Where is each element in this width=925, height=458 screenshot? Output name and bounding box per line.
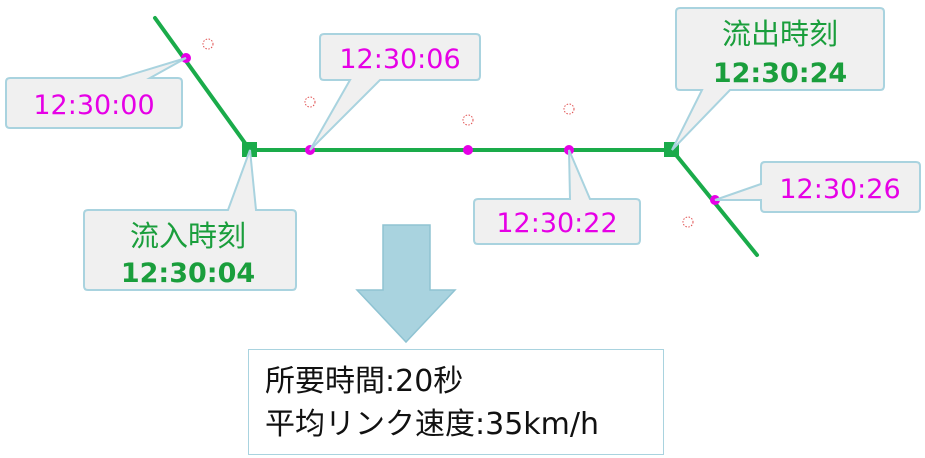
separator: : — [475, 407, 486, 442]
outflow-time: 12:30:24 — [713, 58, 847, 89]
callout-outflow: 流出時刻 12:30:24 — [671, 7, 885, 151]
off-road-points — [202, 38, 694, 228]
outflow-label: 流出時刻 — [722, 17, 838, 51]
average-speed-value: 35km/h — [485, 407, 600, 442]
callout-probe-3: 12:30:22 — [473, 149, 641, 245]
probe-point — [463, 145, 473, 155]
callout-probe-1: 12:30:00 — [5, 57, 187, 129]
callout-inflow: 流入時刻 12:30:04 — [83, 149, 297, 291]
callout-probe-2: 12:30:06 — [309, 33, 481, 151]
down-arrow-icon — [355, 224, 457, 344]
average-speed-label: 平均リンク速度 — [265, 407, 475, 442]
off-road-point — [304, 96, 316, 108]
callout-probe-4: 12:30:26 — [714, 161, 921, 213]
inflow-label: 流入時刻 — [130, 219, 246, 253]
inflow-time: 12:30:04 — [121, 258, 255, 289]
travel-time-row: 所要時間:20秒 — [265, 360, 663, 403]
inbound-road-segment — [153, 16, 252, 152]
average-speed-row: 平均リンク速度:35km/h — [265, 403, 663, 446]
probe-time-label: 12:30:06 — [339, 44, 460, 75]
separator: : — [385, 364, 396, 399]
probe-time-label: 12:30:26 — [779, 174, 900, 205]
probe-time-label: 12:30:22 — [496, 208, 617, 239]
probe-time-label: 12:30:00 — [33, 90, 154, 121]
off-road-point — [202, 38, 214, 50]
travel-time-label: 所要時間 — [265, 364, 385, 399]
off-road-point — [682, 216, 694, 228]
inflow-node — [242, 142, 257, 157]
travel-time-value: 20秒 — [395, 364, 464, 399]
off-road-point — [462, 114, 474, 126]
off-road-point — [563, 103, 575, 115]
result-summary-box: 所要時間:20秒 平均リンク速度:35km/h — [248, 349, 664, 455]
